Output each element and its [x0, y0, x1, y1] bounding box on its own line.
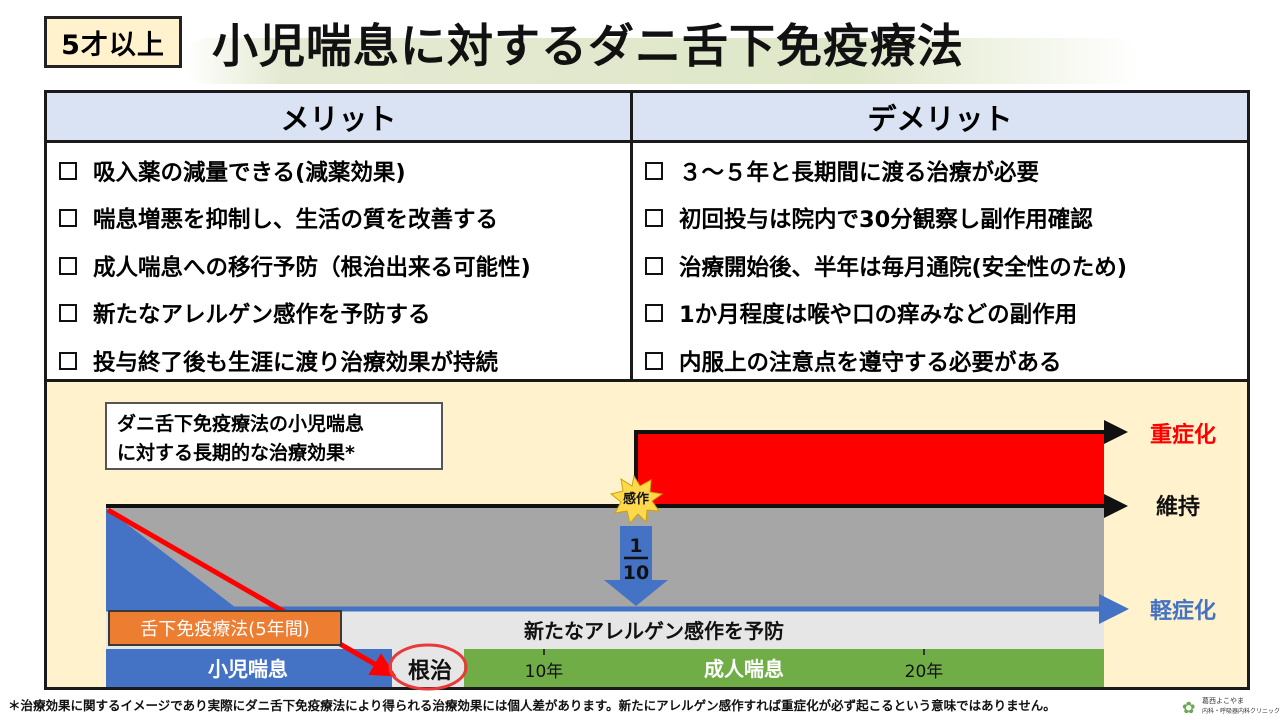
- adult-timeline-band: [464, 649, 1104, 687]
- child-timeline-band: [106, 649, 392, 687]
- comparison-table: メリット 吸入薬の減量できる(減薬効果) 喘息増悪を抑制し、生活の質を改善する …: [44, 90, 1250, 382]
- merit-text: 新たなアレルゲン感作を予防する: [93, 302, 431, 329]
- merit-text: 投与終了後も生涯に渡り治療効果が持続: [93, 349, 499, 376]
- cure-highlight-circle: [388, 643, 468, 691]
- checkbox-square-icon: [645, 304, 663, 323]
- demerits-list: ３～５年と長期間に渡る治療が必要 初回投与は院内で30分観察し副作用確認 治療開…: [633, 143, 1247, 385]
- checkbox-square-icon: [59, 256, 77, 275]
- severe-area: [636, 432, 1104, 504]
- merits-heading: メリット: [47, 93, 630, 143]
- list-item: ３～５年と長期間に渡る治療が必要: [645, 147, 1247, 195]
- clinic-subtitle: 内科・呼吸器内科クリニック: [1202, 708, 1280, 715]
- checkbox-square-icon: [59, 161, 77, 180]
- merits-column: メリット 吸入薬の減量できる(減薬効果) 喘息増悪を抑制し、生活の質を改善する …: [47, 93, 633, 379]
- list-item: 内服上の注意点を遵守する必要がある: [645, 337, 1247, 385]
- year20-label: 20年: [905, 662, 944, 682]
- leaf-logo-icon: ✿: [1182, 698, 1196, 717]
- demerit-text: ３～５年と長期間に渡る治療が必要: [679, 159, 1040, 186]
- list-item: 吸入薬の減量できる(減薬効果): [59, 147, 630, 195]
- checkbox-square-icon: [645, 161, 663, 180]
- fraction-denominator: 10: [623, 562, 649, 584]
- demerit-text: 初回投与は院内で30分観察し副作用確認: [679, 207, 1093, 234]
- maintain-label: 維持: [1156, 494, 1200, 520]
- diagram-caption: ダニ舌下免疫療法の小児喘息 に対する長期的な治療効果*: [105, 402, 443, 470]
- merit-text: 吸入薬の減量できる(減薬効果): [93, 159, 406, 186]
- demerits-heading: デメリット: [633, 93, 1247, 143]
- clinic-name: 葛西よこやま: [1202, 697, 1244, 705]
- child-asthma-label: 小児喘息: [208, 657, 288, 681]
- merits-list: 吸入薬の減量できる(減薬効果) 喘息増悪を抑制し、生活の質を改善する 成人喘息へ…: [47, 143, 630, 385]
- reduction-arrow: [604, 526, 668, 606]
- clinic-logo: ✿ 葛西よこやま 内科・呼吸器内科クリニック: [1180, 696, 1280, 718]
- prevent-label: 新たなアレルゲン感作を予防: [524, 619, 784, 643]
- treatment-period-label: 舌下免疫療法(5年間): [108, 610, 342, 646]
- title-decoration: [185, 38, 1140, 84]
- checkbox-square-icon: [645, 209, 663, 228]
- list-item: 新たなアレルゲン感作を予防する: [59, 290, 630, 338]
- adult-asthma-label: 成人喘息: [704, 657, 784, 681]
- child-asthma-area: [106, 508, 240, 611]
- merit-text: 喘息増悪を抑制し、生活の質を改善する: [93, 207, 499, 234]
- demerit-text: 内服上の注意点を遵守する必要がある: [679, 349, 1062, 376]
- list-item: 初回投与は院内で30分観察し副作用確認: [645, 195, 1247, 243]
- mild-label: 軽症化: [1150, 598, 1216, 624]
- cure-arrow: [106, 507, 397, 677]
- fraction-numerator: 1: [629, 535, 642, 557]
- checkbox-square-icon: [59, 209, 77, 228]
- list-item: 治療開始後、半年は毎月通院(安全性のため): [645, 242, 1247, 290]
- checkbox-square-icon: [59, 304, 77, 323]
- cure-timeline-band: [392, 649, 464, 687]
- checkbox-square-icon: [645, 256, 663, 275]
- merit-text: 成人喘息への移行予防（根治出来る可能性): [93, 254, 531, 281]
- demerit-text: 治療開始後、半年は毎月通院(安全性のため): [679, 254, 1128, 281]
- age-badge: 5才以上: [44, 16, 182, 68]
- demerit-text: 1か月程度は喉や口の痒みなどの副作用: [679, 302, 1078, 329]
- footnote: ＊治療効果に関するイメージであり実際にダニ舌下免疫療法により得られる治療効果には…: [8, 698, 1056, 713]
- checkbox-square-icon: [59, 351, 77, 370]
- list-item: 1か月程度は喉や口の痒みなどの副作用: [645, 290, 1247, 338]
- page-title: 小児喘息に対するダニ舌下免疫療法: [212, 19, 964, 73]
- list-item: 喘息増悪を抑制し、生活の質を改善する: [59, 195, 630, 243]
- checkbox-square-icon: [645, 351, 663, 370]
- maintain-area: [106, 508, 1104, 611]
- cure-label: 根治: [408, 658, 452, 684]
- year10-label: 10年: [525, 662, 564, 682]
- list-item: 投与終了後も生涯に渡り治療効果が持続: [59, 337, 630, 385]
- caption-line-2: に対する長期的な治療効果*: [117, 442, 355, 464]
- sensitization-burst-icon: [609, 474, 664, 525]
- caption-line-1: ダニ舌下免疫療法の小児喘息: [117, 413, 365, 435]
- severe-label: 重症化: [1150, 422, 1216, 448]
- sensitization-label: 感作: [623, 491, 649, 507]
- list-item: 成人喘息への移行予防（根治出来る可能性): [59, 242, 630, 290]
- demerits-column: デメリット ３～５年と長期間に渡る治療が必要 初回投与は院内で30分観察し副作用…: [633, 93, 1247, 379]
